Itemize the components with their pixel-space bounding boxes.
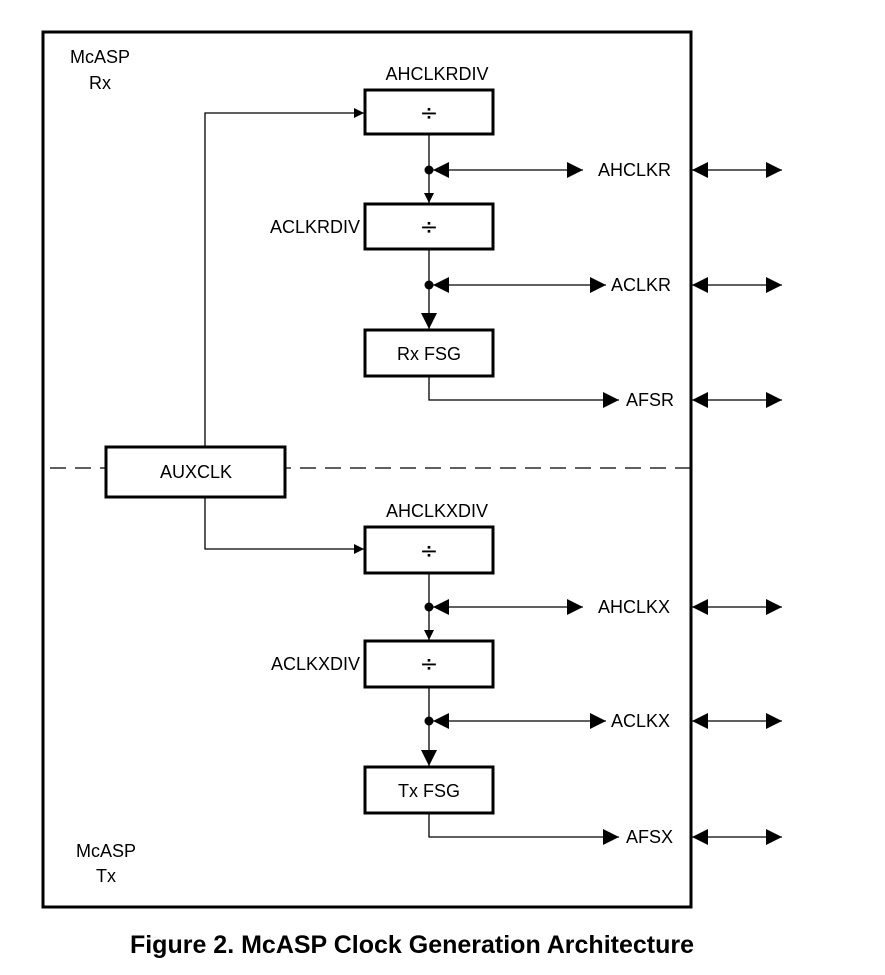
aclkxdiv-label: ACLKXDIV: [271, 654, 360, 674]
auxclk-label: AUXCLK: [160, 462, 232, 482]
ahclkrdiv-label: AHCLKRDIV: [385, 64, 488, 84]
mcasp-boundary: [41, 30, 693, 909]
ahclkx-junction: [424, 602, 434, 612]
pin-afsx-label: AFSX: [626, 827, 673, 847]
tx-section-title-line2: Tx: [96, 866, 116, 886]
pin-afsr-label: AFSR: [626, 390, 674, 410]
pin-aclkr-label: ACLKR: [611, 275, 671, 295]
aclkx-junction: [424, 716, 434, 726]
auxclk-block: [104, 445, 287, 499]
aclkrdiv-divide-symbol: ÷: [420, 215, 438, 240]
auxclk-to-ahclkxdiv-line: [204, 497, 364, 554]
rx-fsg-block: [363, 328, 495, 378]
pin-aclkx-label: ACLKX: [611, 711, 670, 731]
aclkr-junction: [424, 280, 434, 290]
ahclkr-junction: [424, 165, 434, 175]
pin-ahclkr-label: AHCLKR: [598, 160, 671, 180]
rxfsg-to-afsr-line: [428, 376, 619, 408]
tx-fsg-label: Tx FSG: [398, 781, 460, 801]
aclkxdiv-divide-symbol: ÷: [420, 652, 438, 677]
txfsg-to-afsx-line: [428, 813, 619, 845]
figure-caption: Figure 2. McASP Clock Generation Archite…: [130, 931, 694, 959]
ahclkxdiv-divide-symbol: ÷: [420, 539, 438, 564]
tx-section-title-line1: McASP: [76, 841, 136, 861]
ahclkrdiv-divide-symbol: ÷: [420, 101, 438, 126]
rx-section-title-line1: McASP: [70, 47, 130, 67]
pin-ahclkx-label: AHCLKX: [598, 597, 670, 617]
aclkrdiv-label: ACLKRDIV: [270, 217, 360, 237]
auxclk-to-ahclkrdiv-line: [204, 108, 364, 446]
rx-fsg-label: Rx FSG: [397, 344, 461, 364]
ahclkxdiv-label: AHCLKXDIV: [386, 501, 488, 521]
ahclkrdiv-block: [363, 88, 495, 136]
rx-section-title-line2: Rx: [89, 73, 111, 93]
